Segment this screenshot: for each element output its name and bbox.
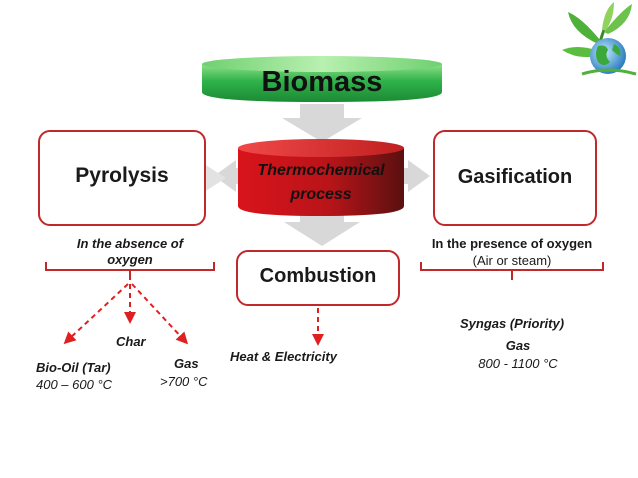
thermochemical-cylinder	[238, 139, 404, 216]
bio-oil-temp: 400 – 600 °C	[36, 377, 113, 392]
gasification-gas-temp: 800 - 1100 °C	[478, 356, 558, 371]
biomass-cylinder	[202, 56, 442, 102]
syngas-label: Syngas (Priority)	[460, 316, 565, 331]
pyrolysis-gas-label: Gas	[174, 356, 199, 371]
thermochemical-label-line1: Thermochemical	[257, 162, 385, 179]
gasification-label: Gasification	[457, 166, 573, 188]
gasification-gas-label: Gas	[505, 338, 531, 353]
pyrolysis-bracket	[45, 262, 215, 280]
heat-electricity-label: Heat & Electricity	[230, 349, 337, 364]
combustion-box	[236, 250, 400, 306]
combustion-label: Combustion	[259, 265, 377, 287]
gray-flow-arrows	[204, 104, 430, 246]
char-label: Char	[116, 334, 146, 349]
pyrolysis-label: Pyrolysis	[75, 164, 169, 187]
gasification-bracket	[420, 262, 604, 280]
gasification-box	[433, 130, 597, 226]
bio-oil-label: Bio-Oil (Tar)	[36, 360, 111, 375]
pyrolysis-box	[38, 130, 206, 226]
pyrolysis-product-arrows	[63, 283, 189, 345]
biomass-label: Biomass	[261, 66, 383, 98]
gasification-condition-line1: In the presence of oxygen	[431, 236, 593, 251]
gasification-condition-line2: (Air or steam)	[472, 253, 552, 268]
pyrolysis-condition-line2: oxygen	[107, 252, 153, 267]
pyrolysis-condition-line1: In the absence of	[76, 236, 184, 251]
thermochemical-label-line2: process	[290, 186, 352, 203]
green-globe-plant-icon	[562, 2, 637, 76]
pyrolysis-gas-temp: >700 °C	[160, 374, 208, 389]
